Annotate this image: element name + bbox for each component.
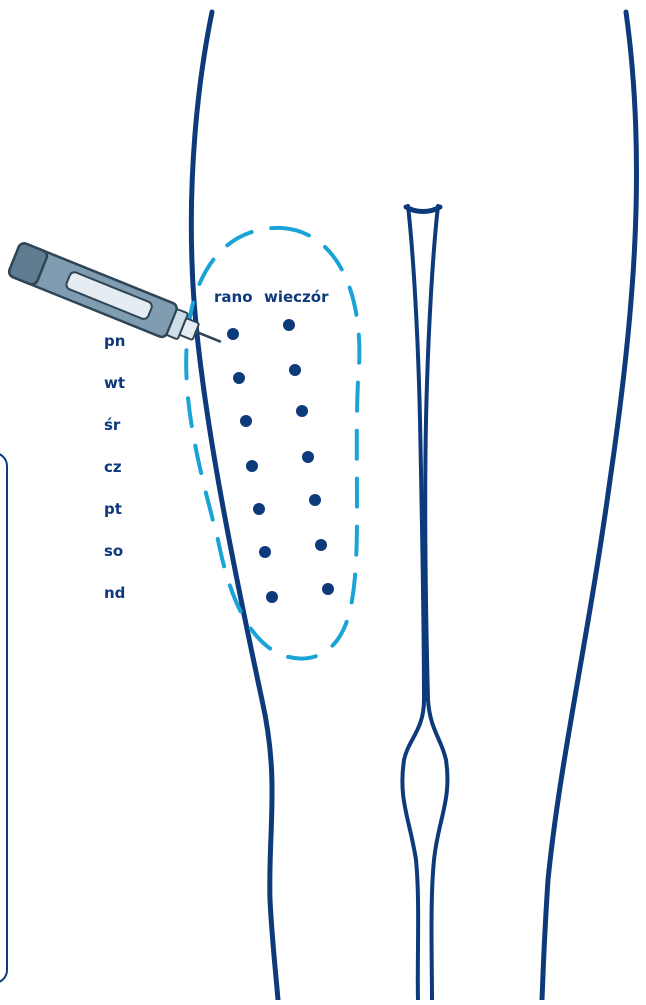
injection-point-evening-5 xyxy=(315,539,327,551)
injection-point-morning-5 xyxy=(259,546,271,558)
day-label-3: cz xyxy=(104,460,122,475)
injection-point-evening-6 xyxy=(322,583,334,595)
injection-point-morning-4 xyxy=(253,503,265,515)
injection-points xyxy=(227,319,334,603)
thigh-right-outline xyxy=(542,12,637,1000)
column-header-morning: rano xyxy=(214,290,253,305)
day-label-0: pn xyxy=(104,334,125,349)
injection-point-evening-2 xyxy=(296,405,308,417)
day-label-5: so xyxy=(104,544,123,559)
injection-point-morning-1 xyxy=(233,372,245,384)
thigh-left-outline xyxy=(191,12,278,1000)
injection-point-morning-3 xyxy=(246,460,258,472)
injection-point-morning-0 xyxy=(227,328,239,340)
injection-point-morning-2 xyxy=(240,415,252,427)
day-label-2: śr xyxy=(104,418,120,433)
crotch-top xyxy=(406,207,440,212)
column-header-evening: wieczór xyxy=(264,290,329,305)
injection-point-evening-3 xyxy=(302,451,314,463)
injection-point-evening-1 xyxy=(289,364,301,376)
injection-point-evening-4 xyxy=(309,494,321,506)
day-label-1: wt xyxy=(104,376,125,391)
day-label-4: pt xyxy=(104,502,122,517)
injection-point-morning-6 xyxy=(266,591,278,603)
inner-thigh-line-right xyxy=(425,206,447,1000)
inner-thigh-line-left xyxy=(402,206,424,1000)
day-label-6: nd xyxy=(104,586,125,601)
injection-point-evening-0 xyxy=(283,319,295,331)
side-panel-frame xyxy=(0,452,8,984)
